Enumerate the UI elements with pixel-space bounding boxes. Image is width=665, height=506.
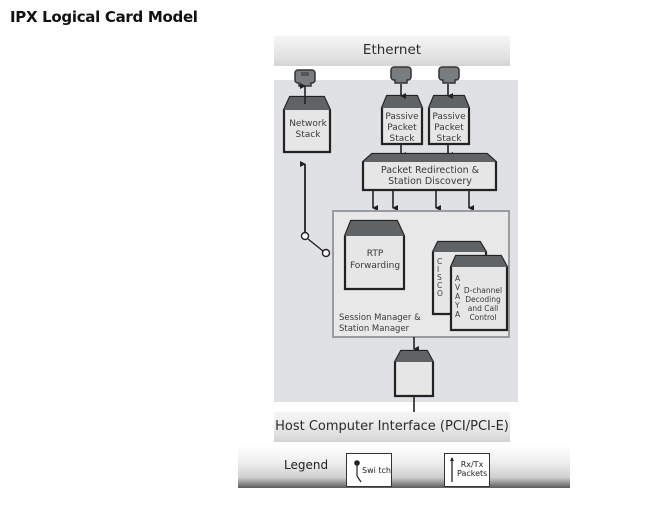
- ethernet-port-passive-1-icon: [390, 66, 412, 84]
- ethernet-port-network-icon: [294, 69, 316, 87]
- passive-1-label-1: Passive: [385, 112, 419, 122]
- cisco-letter: O: [437, 289, 443, 298]
- cisco-letter: C: [437, 257, 442, 266]
- avaya-letter: A: [455, 310, 461, 319]
- cisco-letter: C: [437, 281, 442, 290]
- dchannel-label-4: Control: [469, 313, 496, 322]
- ethernet-bar: Ethernet: [274, 36, 510, 66]
- host-interface-bar: Host Computer Interface (PCI/PCI-E): [274, 412, 510, 442]
- dchannel-label-2: Decoding: [465, 295, 501, 304]
- ethernet-port-passive-2-icon: [438, 66, 460, 84]
- network-stack-label-2: Stack: [296, 130, 322, 140]
- legend-switch-label: Swi tch: [362, 466, 391, 475]
- passive-packet-stack-2-block: Passive Packet Stack: [427, 94, 471, 146]
- passive-2-label-2: Packet: [434, 123, 464, 133]
- packet-redirection-block: Packet Redirection & Station Discovery: [361, 152, 498, 192]
- legend-rxtx-label-1: Rx/Tx: [460, 460, 484, 469]
- passive-packet-stack-1-block: Passive Packet Stack: [380, 94, 424, 146]
- legend: Legend Swi tch Rx/Tx Packets: [238, 446, 570, 488]
- avaya-letter: A: [455, 292, 461, 301]
- dchannel-label-3: and Call: [468, 304, 499, 313]
- passive-1-label-2: Packet: [387, 123, 417, 133]
- legend-rxtx: Rx/Tx Packets: [444, 453, 490, 487]
- network-stack-block: Network Stack: [282, 95, 332, 154]
- dchannel-label-1: D-channel: [464, 286, 502, 295]
- passive-1-label-3: Stack: [390, 134, 416, 144]
- switch-icon: [300, 231, 331, 258]
- network-stack-label-1: Network: [289, 119, 327, 129]
- legend-rxtx-label-2: Packets: [457, 469, 488, 478]
- legend-label: Legend: [284, 458, 329, 472]
- redirection-label-2: Station Discovery: [388, 176, 472, 187]
- rtp-forwarding-block: RTP Forwarding: [343, 219, 406, 291]
- cisco-letter: I: [437, 265, 439, 274]
- session-manager-label-2: Station Manager: [339, 324, 410, 334]
- redirection-label-1: Packet Redirection &: [381, 165, 480, 176]
- passive-2-label-1: Passive: [432, 112, 466, 122]
- avaya-letter: Y: [454, 301, 460, 310]
- host-interface-block: [393, 349, 435, 398]
- rxtx-arrow-icon: [450, 457, 454, 482]
- page-title: IPX Logical Card Model: [10, 8, 198, 26]
- avaya-letter: A: [455, 274, 461, 283]
- cisco-letter: S: [437, 273, 442, 282]
- passive-2-label-3: Stack: [437, 134, 463, 144]
- legend-switch: Swi tch: [346, 453, 392, 487]
- session-manager-label-1: Session Manager &: [339, 313, 421, 323]
- rtp-label-1: RTP: [367, 249, 384, 259]
- avaya-letter: V: [455, 283, 461, 292]
- switch-legend-icon: [354, 460, 362, 483]
- rtp-label-2: Forwarding: [350, 261, 400, 271]
- avaya-dchannel-block: A V A Y A D-channel Decoding and Call Co…: [449, 254, 509, 332]
